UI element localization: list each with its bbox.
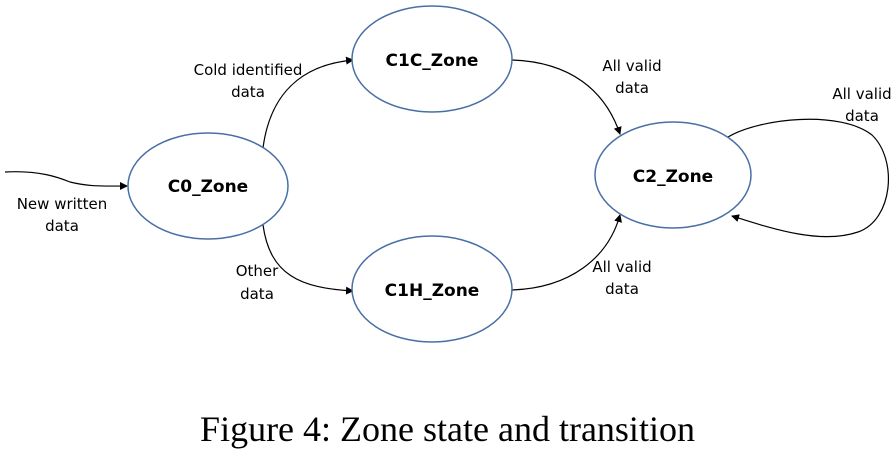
node-c2-shape (594, 121, 752, 229)
edge-label-c1c-c2-line1: All valid (602, 57, 661, 75)
edge-label-c1h-c2-line1: All valid (592, 258, 651, 276)
edge-label-c1h-c2-line2: data (605, 280, 639, 298)
node-c2-label: C2_Zone (633, 167, 713, 187)
edge-label-c0-c1h-line2: data (240, 285, 274, 303)
node-c0-shape (127, 132, 289, 240)
edge-c0-to-c1c (262, 56, 354, 149)
edge-label-c2-self-line2: data (845, 107, 879, 125)
node-c2: C2_Zone (594, 121, 752, 229)
node-c1h-shape (351, 235, 513, 343)
node-c0: C0_Zone (127, 132, 289, 240)
edge-c1h-to-c2 (511, 214, 622, 291)
edge-c1c-to-c2 (511, 59, 622, 135)
node-c1c-shape (351, 5, 513, 113)
edge-label-input-line1: New written (17, 195, 108, 213)
edge-input (4, 171, 128, 191)
edge-label-input-line2: data (45, 217, 79, 235)
edge-label-c0-c1h-line1: Other (236, 262, 279, 280)
edge-label-c0-c1c-line1: Cold identified (194, 61, 303, 79)
node-c1c: C1C_Zone (351, 5, 513, 113)
node-c1h-label: C1H_Zone (385, 281, 480, 301)
figure-caption: Figure 4: Zone state and transition (200, 409, 695, 449)
node-c1h: C1H_Zone (351, 235, 513, 343)
node-c0-label: C0_Zone (168, 177, 248, 197)
edge-label-c2-self-line1: All valid (832, 85, 891, 103)
node-c1c-label: C1C_Zone (386, 51, 479, 71)
edge-c0-to-c1h (262, 224, 354, 295)
edge-label-c0-c1c-line2: data (231, 83, 265, 101)
edge-c2-self (727, 118, 890, 238)
edge-label-c1c-c2-line2: data (615, 79, 649, 97)
